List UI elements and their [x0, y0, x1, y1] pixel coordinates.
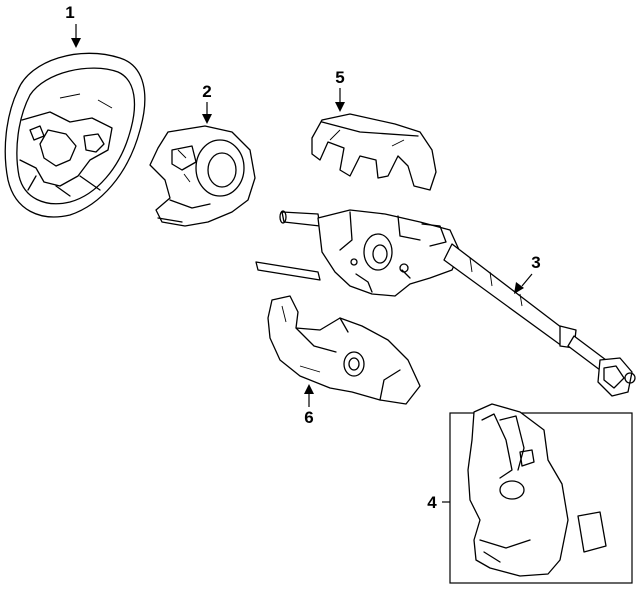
callout-3: 3 — [514, 253, 541, 294]
callout-6: 6 — [304, 384, 314, 427]
arrow-1 — [71, 38, 81, 48]
callout-label-3: 3 — [531, 253, 540, 272]
callout-label-5: 5 — [335, 68, 344, 87]
callout-label-2: 2 — [202, 82, 211, 101]
arrow-3 — [514, 282, 524, 294]
column-cover-detail[interactable] — [467, 403, 607, 577]
arrow-6 — [304, 384, 314, 394]
upper-column-cover[interactable] — [311, 113, 437, 191]
callout-4: 4 — [427, 493, 450, 512]
callout-5: 5 — [335, 68, 345, 112]
callout-2: 2 — [202, 82, 212, 124]
leader-line-3 — [521, 273, 533, 287]
callout-label-1: 1 — [65, 3, 74, 22]
wheel-lower-cover[interactable] — [149, 125, 256, 227]
arrow-5 — [335, 102, 345, 112]
callout-label-6: 6 — [304, 408, 313, 427]
callout-1: 1 — [65, 3, 81, 48]
lower-column-cover[interactable] — [267, 295, 421, 405]
callout-label-4: 4 — [427, 493, 437, 512]
steering-wheel[interactable] — [4, 52, 146, 218]
arrow-2 — [202, 114, 212, 124]
detail-inset-box — [449, 412, 633, 584]
steering-column[interactable] — [255, 209, 636, 397]
